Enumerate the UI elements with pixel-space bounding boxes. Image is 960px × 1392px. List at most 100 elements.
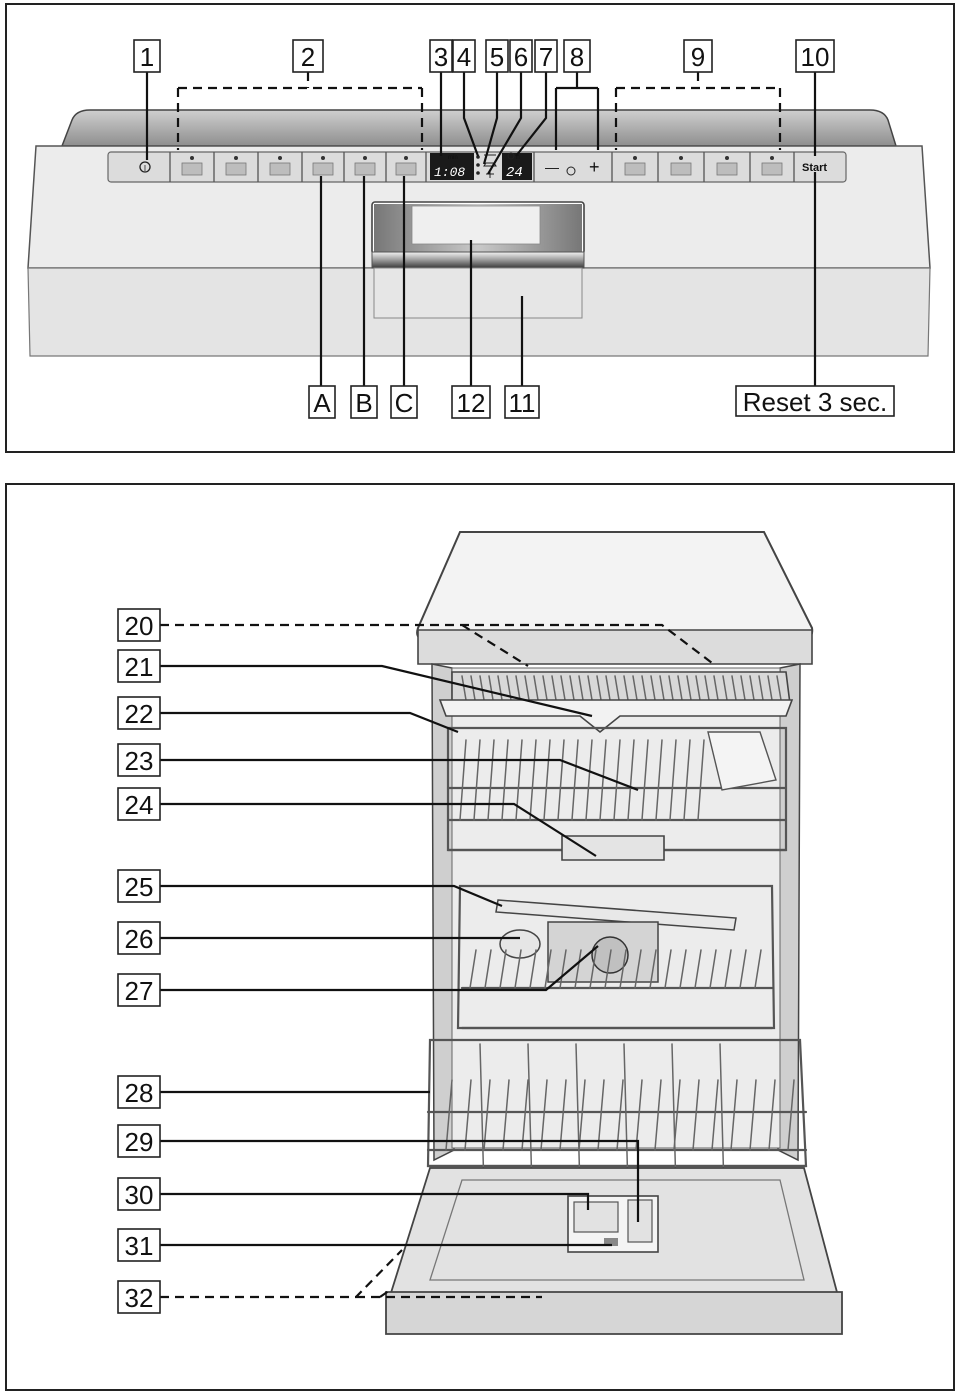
cutlery-divider [614, 675, 620, 701]
power-symbol: I [144, 164, 146, 173]
option-led [770, 156, 774, 160]
lower-basket-bar [623, 1043, 629, 1191]
leader-5 [482, 72, 499, 165]
start-button[interactable]: Start [802, 162, 827, 174]
cutlery-divider [524, 675, 530, 701]
option-button[interactable] [761, 162, 783, 176]
lower-basket-tine [445, 1079, 453, 1151]
program-button[interactable] [225, 162, 247, 176]
option-led [633, 156, 637, 160]
callout-box-c25 [117, 869, 161, 903]
callout-box-c11 [504, 385, 540, 419]
lower-basket-bar [479, 1043, 485, 1191]
cutlery-divider [488, 675, 494, 701]
display-min-unit: min [448, 155, 458, 161]
program-led [363, 156, 367, 160]
program-button[interactable] [181, 162, 203, 176]
indicator-salt-lamp [476, 163, 480, 167]
lower-basket-tine [730, 1079, 738, 1151]
option-button[interactable] [670, 162, 692, 176]
leader-24 [160, 802, 597, 857]
leader-20 [160, 623, 717, 667]
middle-basket-tine [574, 949, 582, 989]
plus-button[interactable]: + [589, 157, 600, 177]
middle-basket-tine [739, 949, 747, 989]
middle-basket-tine [724, 949, 732, 989]
callout-box-cB [350, 385, 378, 419]
callout-box-c10 [795, 39, 835, 73]
middle-basket-tine [709, 949, 717, 989]
cutlery-divider [650, 675, 656, 701]
upper-basket-tine [683, 739, 691, 821]
option-button[interactable] [716, 162, 738, 176]
program-button[interactable] [269, 162, 291, 176]
middle-basket-frame [456, 884, 776, 1030]
program-button[interactable] [312, 162, 334, 176]
power-button[interactable]: I [139, 161, 151, 173]
cutlery-divider [533, 675, 539, 701]
cutlery-divider [461, 675, 467, 701]
reset-label-box [735, 385, 895, 417]
control-panel-figure: I min 1:08 24 h — + Start [5, 3, 955, 453]
program-led [404, 156, 408, 160]
lower-basket-bar [527, 1043, 533, 1191]
callout-label-c29: 29 [125, 1127, 154, 1157]
upper-basket-tine [571, 739, 579, 821]
leader-32 [160, 1249, 542, 1299]
cutlery-divider [758, 675, 764, 701]
cutlery-divider [623, 675, 629, 701]
middle-basket-tine [559, 949, 567, 989]
callout-label-c31: 31 [125, 1231, 154, 1261]
program-button[interactable] [395, 162, 417, 176]
callout-label-c4: 4 [457, 42, 471, 72]
cutlery-divider [560, 675, 566, 701]
door-edge [385, 1291, 843, 1335]
program-button[interactable] [354, 162, 376, 176]
lower-basket-tine [616, 1079, 624, 1151]
callout-box-c24 [117, 787, 161, 821]
callout-box-c4 [452, 39, 476, 73]
tub-right-wall [777, 663, 801, 1162]
timer-icon [566, 166, 576, 176]
leader-22 [160, 711, 459, 734]
leader-23 [160, 758, 639, 792]
cutlery-divider [722, 675, 728, 701]
callout-box-c6 [509, 39, 533, 73]
cutlery-divider [767, 675, 773, 701]
callout-label-c3: 3 [434, 42, 448, 72]
callout-box-c29 [117, 1124, 161, 1158]
lower-basket-tine [464, 1079, 472, 1151]
callout-label-c2: 2 [301, 42, 315, 72]
upper-basket-tine [543, 739, 551, 821]
minus-button[interactable]: — [545, 159, 559, 175]
cutlery-divider [605, 675, 611, 701]
dispenser-catch [604, 1238, 618, 1246]
callout-box-c30 [117, 1177, 161, 1211]
callout-label-c11: 11 [509, 388, 536, 418]
delay-display [502, 153, 532, 180]
callout-label-c12: 12 [457, 388, 486, 418]
callout-label-c7: 7 [539, 42, 553, 72]
leader-4 [462, 72, 480, 157]
middle-basket-tine [619, 949, 627, 989]
option-led [679, 156, 683, 160]
cutlery-divider [479, 675, 485, 701]
middle-basket-tine [604, 949, 612, 989]
lower-basket-tine [597, 1079, 605, 1151]
callout-box-c27 [117, 973, 161, 1007]
cutlery-divider [731, 675, 737, 701]
middle-basket-tine [529, 949, 537, 989]
lower-basket-tine [483, 1079, 491, 1151]
cutlery-divider [686, 675, 692, 701]
callout-box-c12 [451, 385, 491, 419]
lower-basket-tine [787, 1079, 795, 1151]
door-inner-panel [429, 1179, 805, 1281]
appliance-top-edge [60, 109, 898, 147]
cutlery-divider [587, 675, 593, 701]
lower-basket-tine [521, 1079, 529, 1151]
lower-basket-bar [671, 1043, 677, 1191]
cutlery-divider [596, 675, 602, 701]
callout-label-c25: 25 [125, 872, 154, 902]
option-button[interactable] [624, 162, 646, 176]
callout-box-c26 [117, 921, 161, 955]
